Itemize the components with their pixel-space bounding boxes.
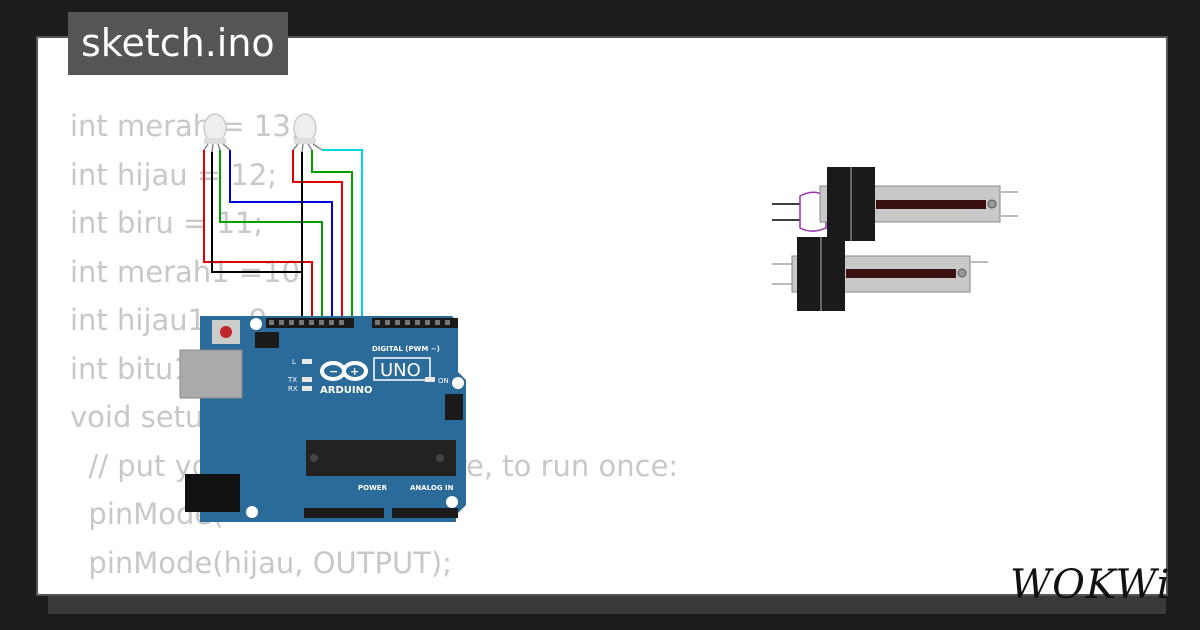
arduino-infinity-icon	[320, 361, 368, 381]
digital-label: DIGITAL (PWM ~)	[372, 345, 440, 353]
code-line: int hijau = 12;	[70, 157, 278, 192]
wokwi-logo-text: WOKWi	[1010, 562, 1171, 608]
led-l-label: L	[292, 358, 296, 366]
wire-green-1	[219, 150, 323, 322]
wires	[203, 149, 363, 322]
led-tx-label: TX	[287, 376, 297, 384]
wire-red-2	[292, 150, 343, 322]
power-label: POWER	[358, 484, 388, 492]
code-line: void setu	[70, 400, 204, 434]
power-jack	[185, 474, 240, 512]
arduino-uno[interactable]: DIGITAL (PWM ~) L TX RX − + UNO ARDUINO …	[179, 316, 466, 522]
slide-potentiometer-2[interactable]	[772, 237, 988, 311]
code-line: pinMode(hijau, OUTPUT);	[70, 545, 452, 580]
wire-blue-1	[229, 150, 333, 322]
wire-black-1	[211, 152, 303, 322]
wire-green-2	[311, 150, 353, 322]
wire-cyan-2	[322, 149, 363, 322]
power-header	[304, 508, 384, 518]
brand-label: ARDUINO	[320, 385, 372, 396]
on-label: ON	[438, 377, 449, 385]
wokwi-logo: WOKWi	[1010, 562, 1171, 608]
analog-label: ANALOG IN	[410, 484, 454, 492]
microcontroller-chip	[306, 440, 456, 476]
canvas-shadow	[48, 594, 1166, 614]
rgb-led-1[interactable]	[203, 113, 231, 153]
code-line: int bitu1	[70, 351, 192, 386]
svg-text:−: −	[329, 365, 338, 378]
model-label: UNO	[380, 360, 421, 381]
slide-potentiometer-1[interactable]	[772, 167, 1018, 241]
wire-red-1	[203, 150, 313, 322]
rgb-led-2[interactable]	[292, 113, 323, 153]
file-tab[interactable]: sketch.ino	[68, 12, 288, 75]
led-rx-label: RX	[288, 385, 298, 393]
usb-port	[179, 349, 243, 399]
svg-text:+: +	[350, 365, 359, 378]
analog-header	[392, 508, 458, 518]
